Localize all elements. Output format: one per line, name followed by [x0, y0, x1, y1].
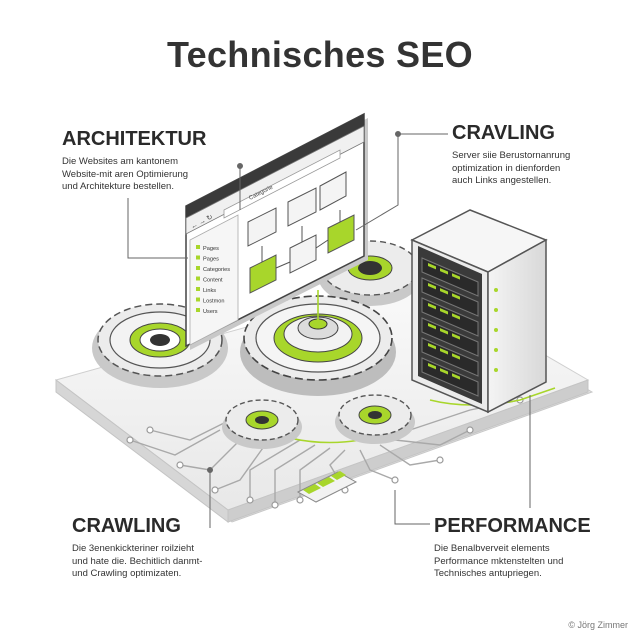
sidebar-bullet-icon [196, 287, 200, 291]
sidebar-item: Links [203, 288, 216, 294]
server-led [428, 263, 436, 270]
sidebar-bullet-icon [196, 308, 200, 312]
server-led [452, 373, 460, 380]
server-led [428, 323, 436, 330]
callout-connectors [127, 131, 531, 528]
callout-cravling-heading: CRAVLING [452, 122, 555, 144]
sidebar-bullet-icon [196, 297, 200, 302]
callout-cravling: CRAVLING Server siie Berustornanrung opt… [452, 122, 627, 188]
sidebar-bullet-icon [196, 266, 200, 270]
sidebar-bullet-icon [196, 245, 200, 249]
browser-window: ← → ↻ Categorie PagesPagesCategoriesCont… [185, 112, 368, 350]
callout-crawling-heading: CRAWLING [72, 515, 181, 537]
sidebar-bullet-icon [196, 255, 200, 260]
sidebar-item: Lostmon [203, 299, 224, 305]
sidebar-bullet-icon [196, 276, 200, 281]
callout-crawling-text: Die 3enenkickteriner roilzieht und hate … [72, 543, 203, 579]
gear-center-icon [240, 295, 396, 396]
page-title: Technisches SEO [167, 34, 473, 75]
sidebar-item: Categories [203, 267, 230, 273]
sidebar-item: Content [203, 278, 223, 284]
server-led [440, 308, 448, 315]
server-led [440, 268, 448, 275]
server-led [440, 328, 448, 335]
callout-cravling-text: Server siie Berustornanrung optimization… [452, 150, 571, 186]
server-led [428, 363, 436, 370]
callout-architektur: ARCHITEKTUR Die Websites am kantonem Web… [62, 128, 242, 194]
server-led [428, 283, 436, 290]
server-led [428, 303, 436, 310]
browser-sidebar: PagesPagesCategoriesContentLinksLostmonU… [196, 245, 230, 315]
server-led [452, 313, 460, 320]
server-rack [410, 209, 548, 414]
callout-crawling: CRAWLING Die 3enenkickteriner roilzieht … [72, 515, 247, 581]
callout-performance-heading: PERFORMANCE [434, 515, 591, 537]
server-led [452, 353, 460, 360]
copyright: © Jörg Zimmer [568, 620, 628, 630]
callout-performance: PERFORMANCE Die Benalbverveit elements P… [434, 515, 624, 581]
server-led [428, 343, 436, 350]
server-led [452, 273, 460, 280]
server-led [452, 293, 460, 300]
sidebar-item: Pages [203, 246, 219, 252]
gear-bottom-left-icon [222, 399, 302, 449]
chip [296, 471, 358, 503]
server-led [440, 288, 448, 295]
callout-architektur-heading: ARCHITEKTUR [62, 128, 207, 150]
gear-bottom-right-icon [335, 394, 415, 444]
callout-performance-text: Die Benalbverveit elements Performance m… [434, 543, 564, 579]
sidebar-item: Users [203, 309, 218, 315]
server-led [440, 348, 448, 355]
sidebar-item: Pages [203, 257, 219, 263]
server-led [440, 368, 448, 375]
server-led [452, 333, 460, 340]
callout-architektur-text: Die Websites am kantonem Website-mit are… [62, 156, 189, 192]
